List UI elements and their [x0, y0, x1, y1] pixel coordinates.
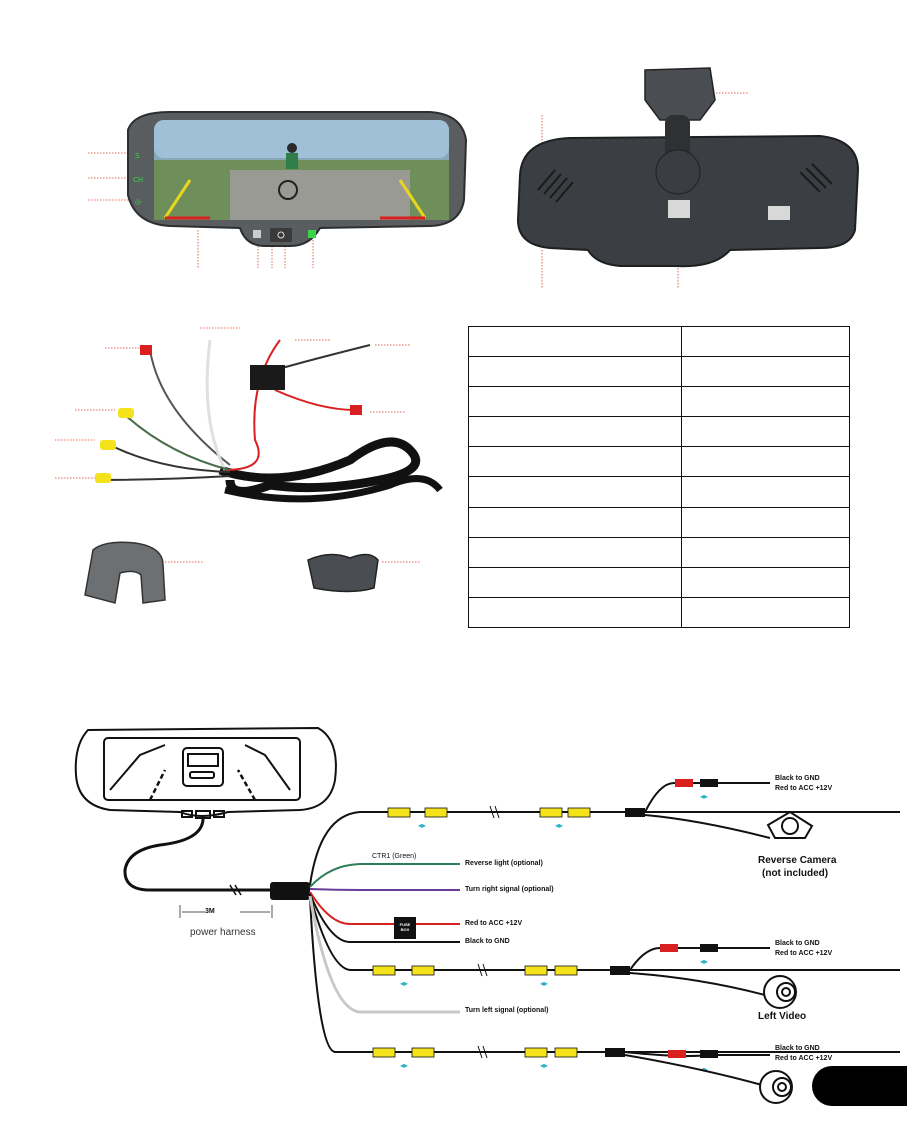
svg-text:◂▸: ◂▸ [540, 979, 548, 988]
rca-pair-row1: ◂▸ ◂▸ [387, 805, 591, 830]
reverse-light-label: Reverse light (optional) [465, 860, 543, 867]
purple-wire [309, 888, 460, 891]
camera-3-drawing [759, 1070, 793, 1104]
mount-clip-2-photo [307, 553, 420, 593]
rca-pair-row3: ◂▸ ◂▸ [372, 1045, 578, 1070]
fuse-box-label: FUSE BOX [399, 922, 411, 932]
spec-row [468, 596, 850, 629]
svg-text:◂▸: ◂▸ [400, 979, 408, 988]
svg-text:◂▸: ◂▸ [700, 792, 708, 801]
spec-value-cell [681, 325, 850, 358]
svg-text:◎: ◎ [135, 198, 141, 206]
cam2-red-label: Red to ACC +12V [775, 950, 833, 957]
spec-label-cell [468, 386, 682, 418]
fuse-box [394, 917, 416, 939]
video-line-1 [309, 811, 900, 886]
spec-row [468, 506, 850, 538]
harness-photo [55, 327, 443, 503]
reverse-camera-drawing [766, 810, 814, 839]
spec-label-cell [468, 356, 682, 388]
spec-value-cell [681, 416, 850, 448]
turn-right-label: Turn right signal (optional) [465, 886, 554, 893]
left-camera-drawing [763, 975, 797, 1009]
svg-text:◂▸: ◂▸ [418, 821, 426, 830]
spec-row [468, 416, 850, 448]
cam1-name: Reverse Camera [758, 855, 837, 866]
spec-label-cell [468, 446, 682, 478]
red-wire [309, 891, 460, 925]
svg-text:◂▸: ◂▸ [700, 1065, 708, 1074]
svg-text:◂▸: ◂▸ [400, 1061, 408, 1070]
spec-row [468, 476, 850, 508]
green-wire [309, 863, 460, 888]
spec-label-cell [468, 596, 682, 629]
spec-value-cell [681, 596, 850, 629]
red-acc-label: Red to ACC +12V [465, 920, 523, 927]
spec-value-cell [681, 566, 850, 598]
spec-label-cell [468, 566, 682, 598]
spec-row [468, 356, 850, 388]
spec-label-cell [468, 476, 682, 508]
spec-label-cell [468, 536, 682, 568]
spec-table [468, 325, 850, 629]
page-number-tab [812, 1066, 907, 1106]
cam1-note: (not included) [762, 868, 829, 879]
mount-clip-1-photo [84, 541, 203, 604]
spec-row [468, 325, 850, 358]
video-line-3 [309, 897, 900, 1053]
black-wire [309, 893, 460, 943]
cam1-black-label: Black to GND [775, 775, 820, 782]
white-wire [308, 895, 460, 1014]
cam2-black-label: Black to GND [775, 940, 820, 947]
power-harness-label: power harness [190, 927, 256, 938]
spec-value-cell [681, 536, 850, 568]
cam3-black-label: Black to GND [775, 1045, 820, 1052]
svg-text:◂▸: ◂▸ [555, 821, 563, 830]
svg-text:◂▸: ◂▸ [700, 957, 708, 966]
spec-row [468, 536, 850, 568]
cam2-name: Left Video [758, 1011, 807, 1022]
spec-value-cell [681, 506, 850, 538]
spec-row [468, 386, 850, 418]
spec-label-cell [468, 506, 682, 538]
spec-value-cell [681, 476, 850, 508]
cable-length-label: 3M [205, 908, 215, 915]
mirror-front-photo: S CH ◎ [88, 111, 468, 268]
spec-row [468, 566, 850, 598]
mirror-outline-drawing [74, 726, 337, 819]
spec-value-cell [681, 356, 850, 388]
black-gnd-label: Black to GND [465, 938, 510, 945]
spec-value-cell [681, 446, 850, 478]
mirror-back-photo [516, 67, 860, 288]
wiring-diagram: ◂▸ ◂▸ ◂▸ ◂▸ ◂▸ ◂▸ ◂▸ ◂▸ [74, 726, 900, 1104]
spec-label-cell [468, 325, 682, 358]
cam3-red-label: Red to ACC +12V [775, 1055, 833, 1062]
svg-text:CH: CH [133, 176, 143, 184]
turn-left-label: Turn left signal (optional) [465, 1007, 549, 1014]
rca-pair-row2: ◂▸ ◂▸ [372, 963, 578, 988]
spec-label-cell [468, 416, 682, 448]
spec-row [468, 446, 850, 478]
cam1-red-label: Red to ACC +12V [775, 785, 833, 792]
svg-text:S: S [135, 152, 140, 160]
spec-value-cell [681, 386, 850, 418]
video-line-2 [309, 894, 900, 971]
ctr1-label: CTR1 (Green) [372, 853, 417, 860]
svg-text:◂▸: ◂▸ [540, 1061, 548, 1070]
